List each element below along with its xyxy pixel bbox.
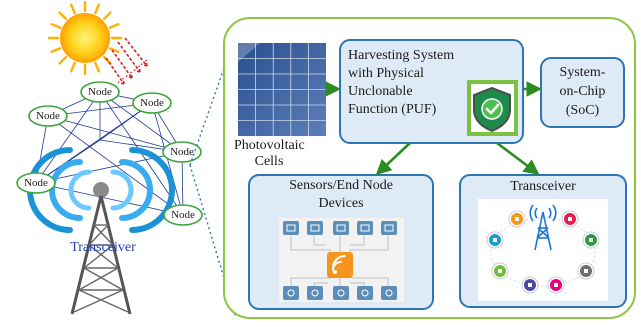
tower-transceiver-label: Transceiver: [70, 240, 136, 255]
harvester-label-line3: Unclonable: [348, 84, 413, 99]
node-label: Node: [36, 110, 60, 122]
soc-label-line2: on-Chip: [559, 84, 606, 99]
harvester-label: Harvesting System with Physical Unclonab…: [348, 47, 473, 119]
node-label: Node: [140, 97, 164, 109]
wifi-icon: [327, 252, 353, 278]
network-nodes: [16, 81, 203, 226]
node-ellipse: [80, 81, 120, 103]
soc-label-line3: (SoC): [565, 103, 600, 118]
node-label: Node: [88, 86, 112, 98]
smart-city-illustration: [478, 199, 608, 301]
node-ellipse: [163, 204, 203, 226]
node-label: Node: [170, 146, 194, 158]
photovoltaic-label-line1: Photovoltaic: [234, 138, 305, 153]
device-icon: [307, 286, 323, 300]
iot-devices-illustration: [279, 218, 404, 302]
flow-arrows: [325, 81, 543, 176]
device-icon: [333, 221, 349, 235]
device-icon: [333, 286, 349, 300]
soc-label: System- on-Chip (SoC): [541, 63, 624, 120]
transceiver-box-label: Transceiver: [510, 179, 576, 194]
device-icon: [381, 221, 397, 235]
harvester-label-line2: with Physical: [348, 66, 424, 81]
node-ellipse: [16, 172, 56, 194]
photovoltaic-label: Photovoltaic Cells: [234, 138, 305, 170]
device-icon: [283, 286, 299, 300]
photovoltaic-label-line2: Cells: [254, 154, 284, 169]
harvester-label-line1: Harvesting System: [348, 48, 455, 63]
node-ellipse: [28, 105, 68, 127]
sensors-label: Sensors/End Node Devices: [249, 177, 433, 213]
device-icon: [381, 286, 397, 300]
device-icon: [307, 221, 323, 235]
photovoltaic-cells-image: [238, 43, 326, 136]
node-ellipse: [162, 141, 202, 163]
sensors-label-line1: Sensors/End Node: [289, 178, 393, 193]
harvester-label-line4: Function (PUF): [348, 102, 437, 117]
shield-check-icon: [473, 86, 511, 133]
sun-icon: [47, 0, 123, 76]
cell-tower-icon: [529, 204, 557, 251]
node-ellipse: [132, 92, 172, 114]
radio-tower-icon: [27, 147, 175, 315]
sensors-label-line2: Devices: [318, 196, 364, 211]
sunlight-arrows: [105, 37, 148, 85]
device-icon: [357, 221, 373, 235]
node-label: Node: [171, 209, 195, 221]
soc-label-line1: System-: [559, 65, 606, 80]
device-icon: [283, 221, 299, 235]
node-label: Node: [24, 177, 48, 189]
device-icon: [357, 286, 373, 300]
